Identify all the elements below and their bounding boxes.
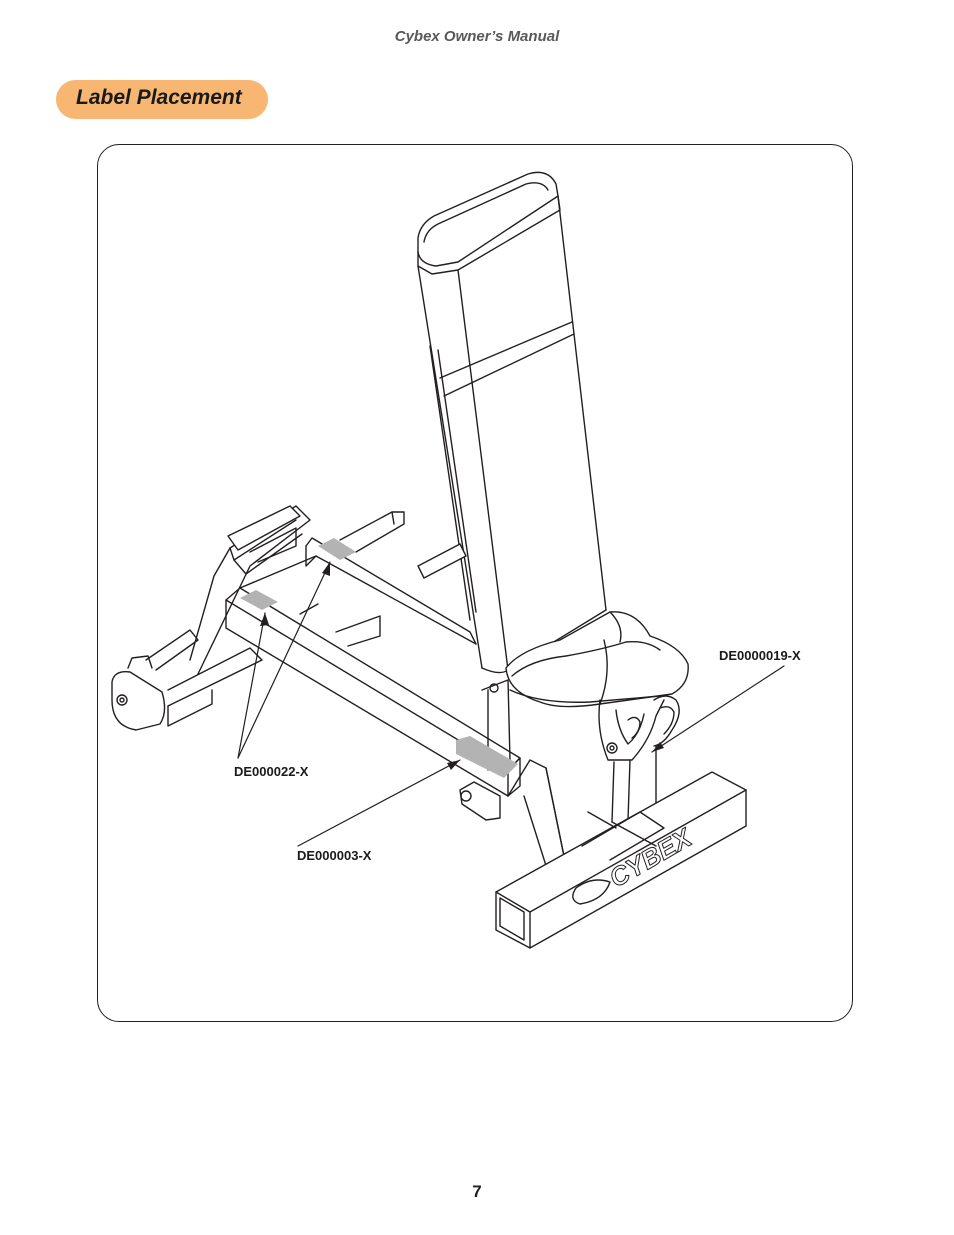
section-heading: Label Placement xyxy=(56,80,268,119)
callout-frame-top-label: DE000022-X xyxy=(234,764,309,779)
callout-seat-label: DE0000019-X xyxy=(719,648,801,663)
seat-pad xyxy=(505,611,689,708)
figure-frame xyxy=(97,144,853,1022)
main-frame xyxy=(225,537,567,873)
leader-arrowheads xyxy=(260,562,664,770)
label-patch-side xyxy=(456,736,518,778)
page-number: 7 xyxy=(472,1182,482,1201)
leader-side xyxy=(297,759,461,847)
rear-base: CYBEX xyxy=(495,771,747,949)
callout-frame-side-label: DE000003-X xyxy=(297,848,372,863)
seat-bracket xyxy=(598,695,680,823)
manual-title: Cybex Owner’s Manual xyxy=(394,28,560,45)
leader-top-1 xyxy=(237,612,266,759)
back-pad xyxy=(417,171,607,674)
leader-lines xyxy=(237,561,785,847)
label-patch-front xyxy=(240,590,278,610)
leader-top-2 xyxy=(237,561,331,759)
leader-seat xyxy=(651,665,785,753)
section-title: Label Placement xyxy=(76,86,242,109)
label-patch-rear xyxy=(318,538,356,560)
front-stabilizer xyxy=(111,505,467,731)
adjustment-knob xyxy=(459,781,501,821)
